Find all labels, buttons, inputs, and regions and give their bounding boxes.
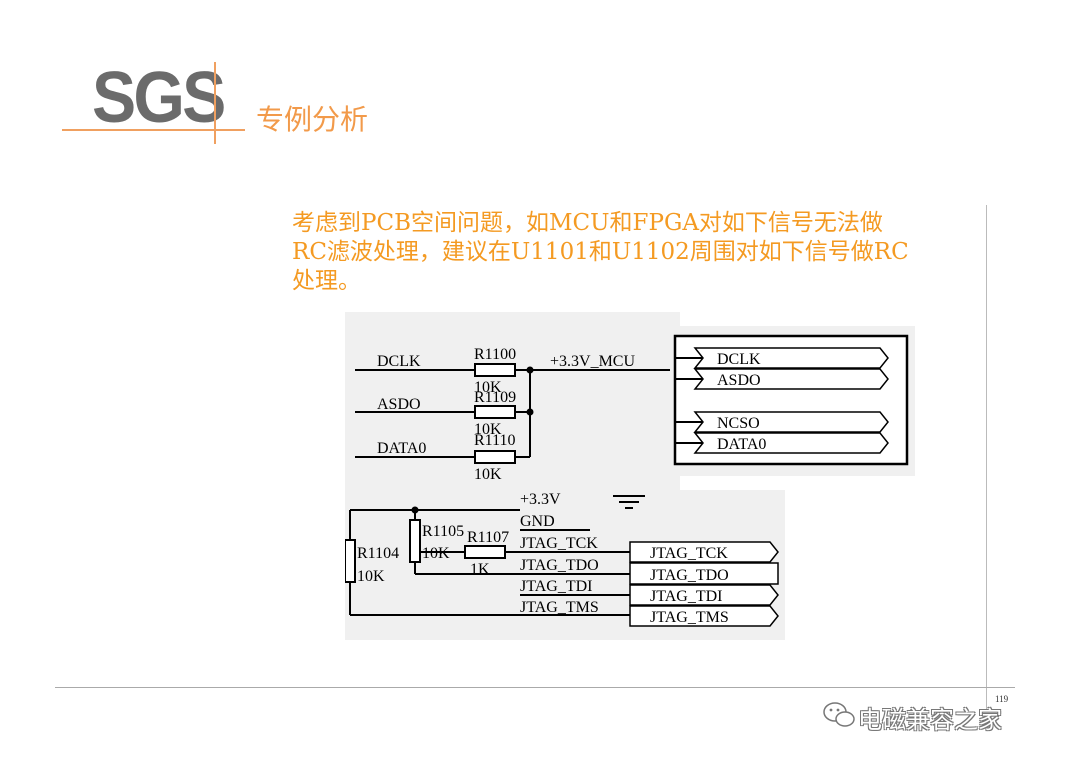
logo-underline: [62, 129, 245, 131]
resistor-r1109: [474, 405, 516, 419]
port-label-data0: DATA0: [717, 436, 766, 453]
resistor-value-r1104: 10K: [357, 568, 385, 585]
port-label-asdo: ASDO: [717, 372, 761, 389]
net-label-tck: JTAG_TCK: [520, 535, 598, 552]
signal-label-data0: DATA0: [377, 440, 426, 457]
wechat-icon: [823, 702, 855, 727]
rail-label-mcu: +3.3V_MCU: [550, 353, 635, 370]
port-label-jtag-tdi: JTAG_TDI: [650, 588, 722, 605]
rail-label-gnd: GND: [520, 513, 555, 530]
resistor-r1100: [474, 363, 516, 377]
resistor-r1104: [345, 539, 356, 583]
resistor-value-r1110: 10K: [474, 466, 502, 483]
port-label-jtag-tms: JTAG_TMS: [650, 609, 729, 626]
body-paragraph: 考虑到PCB空间问题，如MCU和FPGA对如下信号无法做 RC滤波处理，建议在U…: [292, 209, 952, 296]
resistor-r1105: [409, 519, 421, 563]
page-number: 119: [995, 694, 1009, 704]
signal-label-dclk: DCLK: [377, 353, 421, 370]
resistor-r1107: [464, 545, 506, 559]
footer-divider: [55, 687, 1015, 688]
resistor-r1110: [474, 450, 516, 464]
signal-label-asdo: ASDO: [377, 396, 421, 413]
resistor-ref-r1110: R1110: [474, 432, 515, 449]
resistor-value-r1109: 10K: [474, 421, 502, 438]
body-line-1: 考虑到PCB空间问题，如MCU和FPGA对如下信号无法做: [292, 210, 883, 236]
resistor-value-r1107: 1K: [470, 561, 490, 578]
resistor-ref-r1107: R1107: [467, 529, 509, 546]
resistor-ref-r1100: R1100: [474, 346, 516, 363]
port-label-ncso: NCSO: [717, 415, 760, 432]
net-label-tms: JTAG_TMS: [520, 599, 599, 616]
port-label-jtag-tck: JTAG_TCK: [650, 545, 728, 562]
sgs-logo: SGS: [92, 58, 226, 138]
resistor-ref-r1109: R1109: [474, 389, 516, 406]
section-title: 专例分析: [256, 103, 369, 136]
body-line-3: 处理。: [292, 268, 361, 294]
rail-label-3v3: +3.3V: [520, 491, 561, 508]
right-border-line: [986, 205, 987, 709]
net-label-tdo: JTAG_TDO: [520, 557, 599, 574]
logo-divider: [214, 62, 216, 144]
schematic-jtag: +3.3V GND JTAG_TCK JTAG_TDO JTAG_TDI JTA…: [345, 490, 785, 640]
net-label-tdi: JTAG_TDI: [520, 578, 592, 595]
resistor-value-r1100: 10K: [474, 379, 502, 396]
resistor-value-r1105: 10K: [422, 545, 450, 562]
resistor-ref-r1105: R1105: [422, 523, 464, 540]
watermark-text: 电磁兼容之家: [858, 706, 1002, 734]
resistor-ref-r1104: R1104: [357, 545, 399, 562]
schematic-mcu-fpga: DCLK ASDO DATA0 R1100 10K R1109 10K R111…: [345, 312, 915, 490]
body-line-2: RC滤波处理，建议在U1101和U1102周围对如下信号做RC: [292, 239, 909, 265]
port-label-dclk: DCLK: [717, 351, 761, 368]
port-label-jtag-tdo: JTAG_TDO: [650, 567, 729, 584]
